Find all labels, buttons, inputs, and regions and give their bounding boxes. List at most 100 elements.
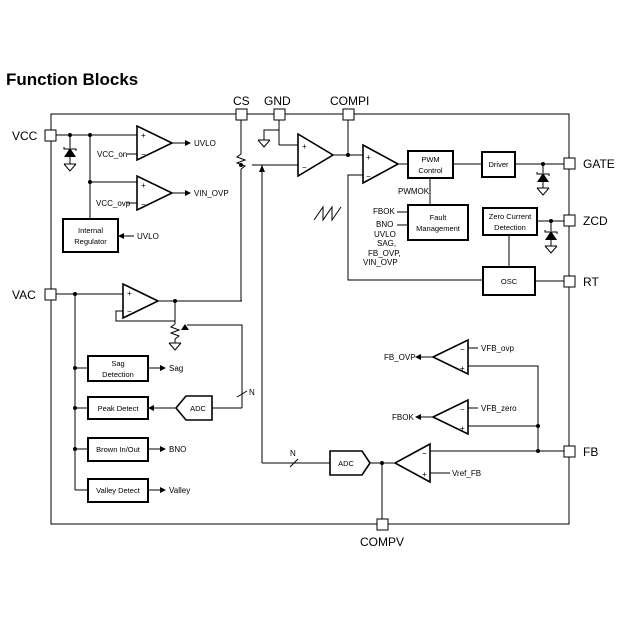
fault-management-line2: Management xyxy=(416,224,461,233)
driver-label: Driver xyxy=(489,160,510,169)
pin-vac: VAC xyxy=(12,288,57,302)
minus-sign: − xyxy=(422,449,427,458)
gate-zener-icon xyxy=(537,173,549,182)
signal-vfb-ovp: VFB_ovp xyxy=(481,344,514,353)
minus-sign: − xyxy=(460,405,465,414)
signal-fb-ovp: FB_OVP xyxy=(384,353,416,362)
plus-sign: + xyxy=(422,470,427,479)
signal-vref-fb: Vref_FB xyxy=(452,469,481,478)
vac-section: + − N Sag Detection Sag Peak Detect xyxy=(56,282,255,503)
valley-detect-label: Valley Detect xyxy=(96,486,141,495)
peak-detect-label: Peak Detect xyxy=(98,404,140,413)
plus-sign: + xyxy=(302,142,307,151)
pin-vcc-label: VCC xyxy=(12,129,38,143)
zcd-osc-section: Zero Current Detection OSC xyxy=(482,207,564,296)
pin-rt: RT xyxy=(563,275,599,289)
plus-sign: + xyxy=(141,131,146,140)
pwm-control-line1: PWM xyxy=(421,155,439,164)
fault-input-fb-ovp: FB_OVP, xyxy=(368,249,401,258)
fb-section: − + VFB_ovp FB_OVP − + VFB_zero FBOK − +… xyxy=(262,338,564,519)
pin-cs: CS xyxy=(233,94,250,121)
signal-valley: Valley xyxy=(169,486,190,495)
signal-fbok: FBOK xyxy=(392,413,414,422)
pin-fb: FB xyxy=(563,445,598,459)
fault-input-vin-ovp: VIN_OVP xyxy=(363,258,398,267)
plus-sign: + xyxy=(366,153,371,162)
plus-sign: + xyxy=(127,289,132,298)
zener-diode-icon xyxy=(64,148,76,157)
internal-regulator-block xyxy=(62,218,119,253)
vac-divider-resistor xyxy=(169,323,181,340)
ground-icon xyxy=(168,342,182,351)
pin-gate: GATE xyxy=(563,157,615,171)
ground-icon xyxy=(257,139,271,148)
minus-sign: − xyxy=(141,150,146,159)
pwm-control-line2: Control xyxy=(418,166,443,175)
adc-left-label: ADC xyxy=(190,404,206,413)
pin-gnd-label: GND xyxy=(264,94,291,108)
cs-resistor xyxy=(235,153,247,170)
voltage-error-amplifier xyxy=(393,442,431,484)
page-title: Function Blocks xyxy=(6,70,139,89)
ground-icon xyxy=(536,187,550,196)
signal-sag: Sag xyxy=(169,364,183,373)
fault-management-block xyxy=(407,204,469,241)
comparator-fb-ovp xyxy=(431,338,469,376)
comparator-uvlo xyxy=(136,124,174,162)
sawtooth-waveform-icon xyxy=(313,205,342,222)
signal-bno: BNO xyxy=(169,445,186,454)
signal-vfb-zero: VFB_zero xyxy=(481,404,517,413)
bus-width-n: N xyxy=(249,388,255,397)
fault-input-bno: BNO xyxy=(376,220,393,229)
adc-right-block xyxy=(329,450,371,476)
fault-management-line1: Fault xyxy=(430,213,448,222)
current-loop-section: + − + − xyxy=(235,120,482,463)
pin-compi: COMPI xyxy=(330,94,369,121)
pin-zcd-label: ZCD xyxy=(583,214,608,228)
pin-rt-label: RT xyxy=(583,275,599,289)
pin-compi-label: COMPI xyxy=(330,94,369,108)
pin-zcd: ZCD xyxy=(563,214,608,228)
fault-input-fbok: FBOK xyxy=(373,207,395,216)
comparator-fbok xyxy=(431,398,469,436)
chip-boundary xyxy=(50,113,570,525)
zcd-block-line1: Zero Current xyxy=(489,212,532,221)
zcd-zener-icon xyxy=(545,231,557,240)
signal-uvlo-regulator: UVLO xyxy=(137,232,159,241)
driver-block xyxy=(481,151,516,178)
ground-icon xyxy=(544,245,558,254)
ground-icon xyxy=(63,163,77,172)
pin-gnd: GND xyxy=(264,94,291,121)
signal-uvlo: UVLO xyxy=(194,139,216,148)
signal-vin-ovp: VIN_OVP xyxy=(194,189,229,198)
pin-vcc: VCC xyxy=(12,129,57,143)
plus-sign: + xyxy=(460,424,465,433)
plus-sign: + xyxy=(460,364,465,373)
pin-fb-label: FB xyxy=(583,445,598,459)
sag-detection-line2: Detection xyxy=(102,370,134,379)
minus-sign: − xyxy=(460,345,465,354)
bus-width-n-right: N xyxy=(290,449,296,458)
minus-sign: − xyxy=(127,307,132,316)
pin-cs-label: CS xyxy=(233,94,250,108)
signal-vcc-on: VCC_on xyxy=(97,150,127,159)
adc-left-block xyxy=(174,395,213,421)
pin-vac-label: VAC xyxy=(12,288,36,302)
pwm-comparator xyxy=(362,143,400,185)
pin-compv-label: COMPV xyxy=(360,535,404,549)
internal-regulator-line2: Regulator xyxy=(74,237,107,246)
brown-in-out-label: Brown In/Out xyxy=(96,445,141,454)
minus-sign: − xyxy=(141,200,146,209)
zcd-block-line2: Detection xyxy=(494,223,526,232)
signal-vcc-ovp: VCC_ovp xyxy=(96,199,131,208)
fault-input-uvlo: UVLO xyxy=(374,230,396,239)
pwm-section: PWM Control Driver PWMOK Fault Managemen… xyxy=(363,150,564,267)
pin-gate-label: GATE xyxy=(583,157,615,171)
minus-sign: − xyxy=(366,172,371,181)
vac-buffer-amplifier xyxy=(122,282,160,320)
signal-pwmok: PWMOK xyxy=(398,187,430,196)
sag-detection-line1: Sag xyxy=(111,359,124,368)
fault-input-sag: SAG, xyxy=(377,239,396,248)
comparator-vin-ovp xyxy=(136,174,174,212)
